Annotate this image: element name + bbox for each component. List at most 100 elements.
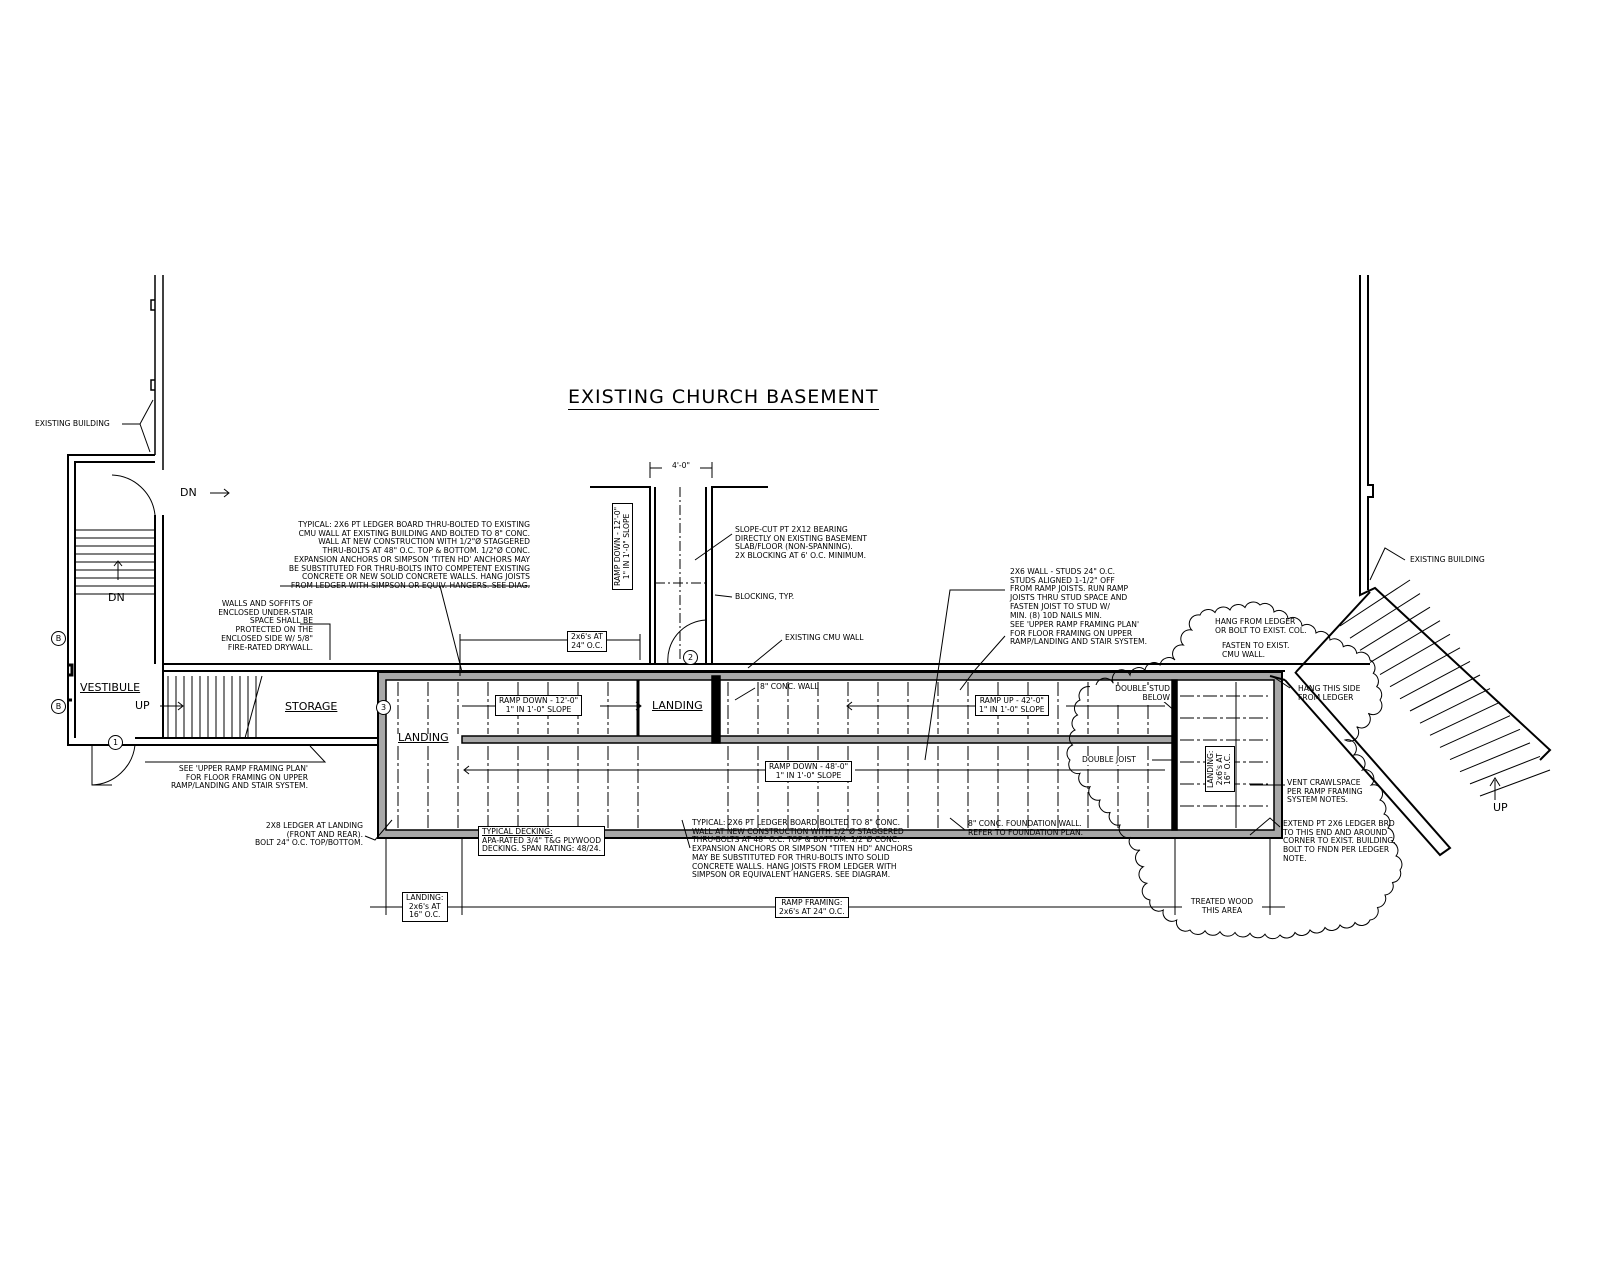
double-joist-label: DOUBLE JOIST: [1082, 755, 1136, 765]
stair-tread: [1399, 660, 1471, 700]
note-foundation-wall: 8" CONC. FOUNDATION WALL.REFER TO FOUNDA…: [968, 819, 1084, 837]
storage-walls: [135, 737, 378, 746]
note-line: 2x8 LEDGER AT LANDING: [265, 821, 363, 830]
stair-tread: [1439, 715, 1511, 748]
note-line: 8" CONC. FOUNDATION WALL.: [968, 819, 1082, 828]
note-line: PROTECTED ON THE: [235, 625, 314, 635]
note-line: VENT CRAWLSPACE: [1287, 778, 1361, 787]
up-arrow-icon: [1489, 777, 1501, 800]
note-line: CONCRETE OR NEW SOLID CONCRETE WALLS. HA…: [302, 572, 530, 582]
note-line: BOLT TO FNDN PER LEDGER: [1283, 845, 1390, 855]
existing-cmu-wall: [163, 663, 1370, 672]
stair-tread: [1419, 688, 1491, 724]
note-line: 2X BLOCKING AT 6' O.C. MINIMUM.: [735, 551, 867, 561]
landing-wall: [711, 675, 721, 744]
note-typical-ledger-bottom: TYPICAL: 2x6 PT LEDGER BOARD BOLTED TO 8…: [692, 818, 913, 880]
note-line: FOR FLOOR FRAMING ON UPPER: [1010, 628, 1133, 638]
note-line: REFER TO FOUNDATION PLAN.: [968, 827, 1084, 837]
ramp-up-42-box: RAMP UP - 42'-0"1" IN 1'-0" SLOPE: [975, 695, 1049, 717]
stair-tread: [1479, 769, 1551, 797]
tag-b-bottom: B: [51, 699, 66, 714]
note-line: BE SUBSTITUTED FOR THRU-BOLTS INTO COMPE…: [288, 563, 530, 573]
note-line: CMU WALL AT EXISTING BUILDING AND BOLTED…: [298, 528, 530, 538]
note-line: TYPICAL: 2x6 PT LEDGER BOARD BOLTED TO 8…: [692, 818, 900, 827]
vestibule-label: VESTIBULE: [80, 681, 141, 694]
note-line: THRU-BOLTS AT 48" O.C. TOP & BOTTOM. 1/2…: [692, 835, 900, 845]
dn-stair-label: DN: [108, 591, 125, 604]
fasten-cmu-label: FASTEN TO EXIST.CMU WALL.: [1222, 641, 1290, 659]
note-line: SEE 'UPPER RAMP FRAMING PLAN': [178, 764, 308, 773]
stair-break-line: [244, 675, 263, 739]
exterior-stair: [1339, 579, 1551, 797]
note-line: EXPANSION ANCHORS OR SIMPSON "TITEN HD" …: [692, 844, 913, 854]
corridor-width-dim: 4'-0": [662, 461, 700, 471]
note-line: 2x6 WALL - STUDS 24" O.C.: [1010, 567, 1116, 576]
concrete-foundation-wall: [378, 672, 1282, 838]
note-line: MAY BE SUBSTITUTED FOR THRU-BOLTS INTO S…: [692, 852, 890, 862]
stair-tread: [1449, 728, 1521, 761]
note-2x8-ledger: 2x8 LEDGER AT LANDING(FRONT AND REAR).BO…: [220, 821, 363, 848]
note-see-upper-left: SEE 'UPPER RAMP FRAMING PLAN'FOR FLOOR F…: [130, 764, 308, 791]
note-line: JOISTS THRU STUD SPACE AND: [1010, 593, 1128, 603]
revision-cloud: [1066, 601, 1403, 940]
arrows: [113, 488, 1165, 775]
note-line: ENCLOSED UNDER-STAIR: [218, 607, 313, 617]
note-line: EXTEND PT 2x6 LEDGER BRD: [1283, 819, 1395, 828]
note-line: BOLT 24" O.C. TOP/BOTTOM.: [255, 838, 363, 848]
note-line: FASTEN JOIST TO STUD W/: [1010, 601, 1110, 611]
center-divider-wall: [461, 735, 1175, 744]
note-line: DIRECTLY ON EXISTING BASEMENT: [735, 533, 868, 543]
note-line: SEE 'UPPER RAMP FRAMING PLAN': [1010, 620, 1140, 629]
door-swing-vestibule: [91, 744, 136, 786]
note-line: STUDS ALIGNED 1-1/2" OFF: [1010, 575, 1115, 585]
note-line: NOTE.: [1283, 853, 1307, 863]
note-2x6-wall: 2x6 WALL - STUDS 24" O.C.STUDS ALIGNED 1…: [1010, 567, 1129, 620]
vestibule-stair: [75, 529, 155, 595]
note-line: TO THIS END AND AROUND: [1283, 827, 1388, 837]
ramp-down-12-box: RAMP DOWN - 12'-0"1" IN 1'-0" SLOPE: [495, 695, 583, 717]
note-line: CONCRETE WALLS. HANG JOISTS FROM LEDGER …: [692, 861, 897, 871]
door-tag-2: 2: [683, 650, 698, 665]
stair-tread: [1409, 674, 1481, 712]
stair-tread: [1369, 620, 1441, 663]
ramp-down-48-box: RAMP DOWN - 48'-0"1" IN 1'-0" SLOPE: [765, 761, 853, 783]
stair-tread: [1359, 606, 1431, 651]
note-line: RAMP/LANDING AND STAIR SYSTEM.: [1010, 637, 1148, 647]
note-line: ENCLOSED SIDE W/ 5/8": [221, 633, 313, 643]
door-swing: [111, 474, 156, 516]
stair-tread: [1459, 742, 1531, 773]
storage-stair: [167, 675, 263, 739]
note-line: FROM RAMP JOISTS. RUN RAMP: [1010, 584, 1129, 594]
note-line: FIRE-RATED DRYWALL.: [227, 642, 313, 652]
note-typical-decking: TYPICAL DECKING:APA-RATED 3/4" T&G PLYWO…: [478, 826, 606, 857]
note-line: SPACE SHALL BE: [249, 616, 313, 626]
stair-tread: [1349, 593, 1421, 639]
note-line: PER RAMP FRAMING: [1287, 786, 1363, 796]
landing-left-label: LANDING: [398, 731, 449, 744]
note-line: FOR FLOOR FRAMING ON UPPER: [185, 772, 308, 782]
page-title: EXISTING CHURCH BASEMENT: [568, 386, 879, 410]
existing-cmu-wall-label: EXISTING CMU WALL: [785, 633, 864, 642]
note-line: TYPICAL: 2x6 PT LEDGER BOARD THRU-BOLTED…: [298, 520, 530, 529]
existing-building-left-wall: [150, 275, 164, 470]
note-line: WALL AT NEW CONSTRUCTION WITH 1/2"Ø STAG…: [692, 826, 904, 836]
note-line: SLAB/FLOOR (NON-SPANNING).: [735, 542, 853, 552]
existing-building-left-label: EXISTING BUILDING: [35, 419, 110, 428]
note-line: SIMPSON OR EQUIVALENT HANGERS. SEE DIAGR…: [692, 870, 891, 880]
note-line: RAMP/LANDING AND STAIR SYSTEM.: [170, 781, 308, 791]
note-line: FROM LEDGER WITH SIMPSON OR EQUIV. HANGE…: [290, 580, 530, 590]
section-tag-3: 3: [376, 700, 391, 715]
ramp-vertical-box: RAMP DOWN - 12'-0"1" IN 1'-0" SLOPE: [612, 502, 634, 590]
note-line: WALLS AND SOFFITS OF: [221, 599, 313, 608]
conc-wall-label: 8" CONC. WALL: [760, 682, 819, 691]
note-line: (FRONT AND REAR).: [286, 829, 363, 839]
